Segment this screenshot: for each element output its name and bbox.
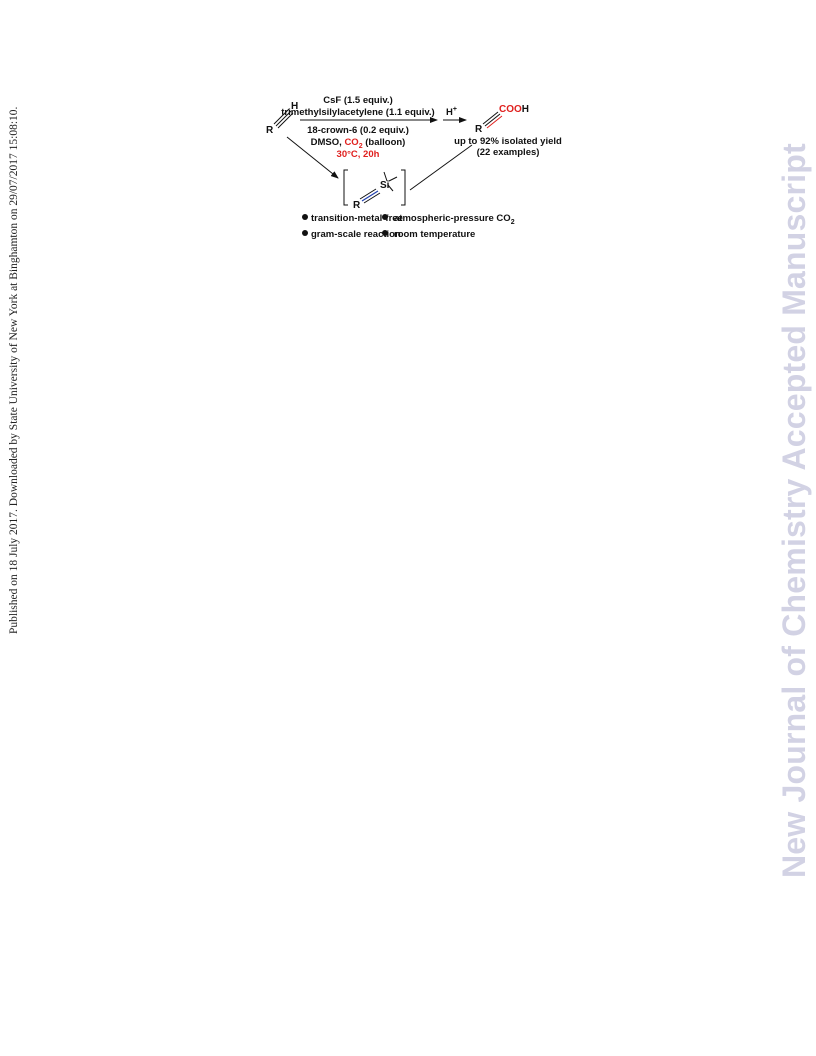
condition-base: CsF (1.5 equiv.) bbox=[323, 95, 393, 106]
intermediate-r-label: R bbox=[353, 200, 361, 211]
reactant-h-label: H bbox=[291, 101, 298, 112]
feature-transition-metal-free: transition-metal-free bbox=[311, 213, 403, 224]
bullet-icon bbox=[302, 214, 308, 220]
silicon-label: Si bbox=[380, 180, 390, 191]
arrow-to-intermediate bbox=[286, 136, 339, 179]
feature-list: transition-metal-free atmospheric-pressu… bbox=[302, 213, 515, 240]
arrow-from-intermediate bbox=[409, 144, 473, 191]
product-r-label: R bbox=[475, 124, 483, 135]
bullet-icon bbox=[302, 230, 308, 236]
condition-solvent: DMSO, CO2 (balloon) bbox=[311, 137, 406, 150]
reaction-scheme: H R CsF (1.5 equiv.) trimethylsilylacety… bbox=[266, 95, 562, 240]
product-propiolic-acid: R COOH bbox=[475, 104, 529, 135]
examples-count: (22 examples) bbox=[477, 147, 540, 158]
silyl-intermediate: Si R bbox=[343, 169, 406, 211]
condition-reagent: trimethylsilylacetylene (1.1 equiv.) bbox=[281, 107, 434, 118]
reactant-alkyne: H R bbox=[266, 101, 298, 136]
reactant-r-label: R bbox=[266, 125, 274, 136]
bullet-icon bbox=[382, 214, 388, 220]
condition-catalyst: 18-crown-6 (0.2 equiv.) bbox=[307, 125, 409, 136]
product-carboxyl-group: COOH bbox=[499, 104, 529, 115]
feature-room-temperature: room temperature bbox=[394, 229, 475, 240]
yield-text: up to 92% isolated yield bbox=[454, 136, 562, 147]
bullet-icon bbox=[382, 230, 388, 236]
feature-gram-scale: gram-scale reaction bbox=[311, 229, 401, 240]
feature-atmospheric-co2: atmospheric-pressure CO2 bbox=[394, 213, 515, 226]
acid-workup-label: H+ bbox=[446, 106, 457, 118]
condition-temperature-time: 30°C, 20h bbox=[337, 149, 380, 160]
